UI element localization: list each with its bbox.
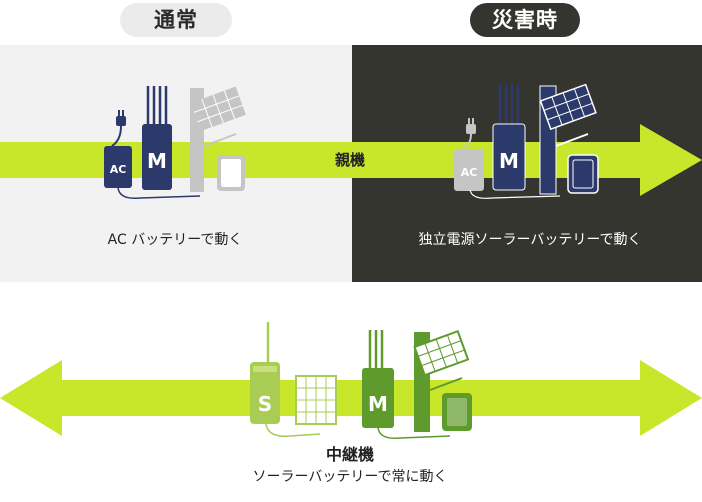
s-label: S: [258, 392, 272, 416]
normal-tag: 通常: [120, 3, 232, 37]
ac-label-disaster: AC: [461, 166, 478, 179]
ac-unit: [104, 146, 132, 188]
relay-device-group: [250, 322, 472, 440]
master-unit-label: 親機: [334, 151, 365, 169]
normal-device-group: [104, 86, 246, 200]
master-unit-disaster: [492, 123, 526, 191]
m-label-relay: M: [368, 392, 388, 416]
relay-title: 中継機: [325, 445, 374, 464]
disaster-caption: 独立電源ソーラーバッテリーで動く: [418, 232, 642, 248]
normal-caption: AC バッテリーで動く: [107, 232, 243, 248]
ac-unit-disabled: [454, 149, 484, 191]
bottom-double-arrow: [0, 360, 702, 436]
relay-m-unit: [362, 368, 394, 428]
m-label-normal: M: [147, 149, 167, 173]
disaster-tag: 災害時: [470, 3, 580, 37]
disaster-device-group: [454, 83, 599, 199]
ac-label: AC: [110, 163, 127, 176]
m-label-disaster: M: [499, 149, 519, 173]
green-battery: [442, 393, 472, 431]
s-unit: [250, 362, 280, 424]
top-arrow: [0, 124, 702, 196]
relay-subtitle: ソーラーバッテリーで常に動く: [252, 469, 448, 485]
master-unit: [142, 124, 172, 190]
